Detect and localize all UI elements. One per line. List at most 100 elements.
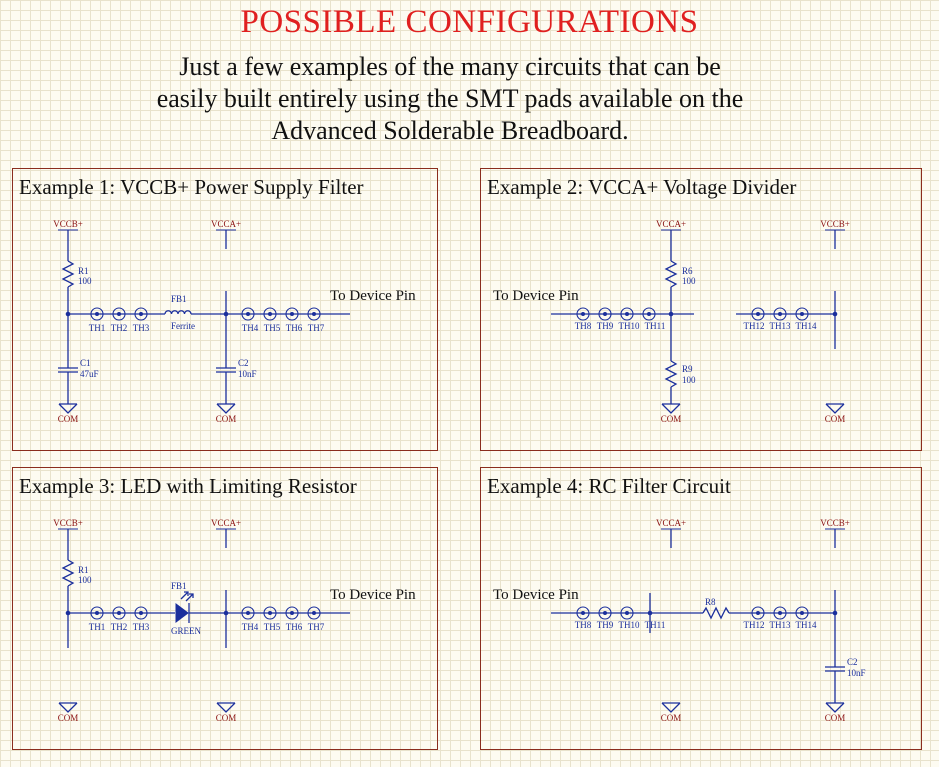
r1-value: 100 [78,575,92,585]
vcca-port: VCCA+ [656,219,686,261]
example-1-schematic: VCCB+ VCCA+ R1 100 TH1 TH2 TH3 [53,219,416,424]
r1-ref: R1 [78,565,89,575]
resistor-r9: R9 100 [664,314,696,404]
th13-label: TH13 [770,620,791,630]
c1-value: 47uF [80,369,99,379]
th8-label: TH8 [575,321,592,331]
c2-value: 10nF [847,668,866,678]
vccb-net-label: VCCB+ [820,219,850,229]
device-pin-label: To Device Pin [493,587,579,603]
th6-label: TH6 [286,323,303,333]
example-1-panel: Example 1: VCCB+ Power Supply Filter VCC… [12,168,438,451]
ground-label: COM [58,414,79,424]
ground-label: COM [216,713,237,723]
example-1-title: Example 1: VCCB+ Power Supply Filter [19,175,364,199]
th14-label: TH14 [796,321,817,331]
capacitor-c2: C2 10nF [825,613,866,703]
c2-ref: C2 [238,358,249,368]
vcca-port: VCCA+ [211,219,241,249]
ground-symbol: COM [216,403,237,424]
ground-label: COM [58,713,79,723]
example-3-title: Example 3: LED with Limiting Resistor [19,474,357,498]
th4-label: TH4 [242,323,259,333]
ground-symbol: COM [661,702,682,723]
th5-label: TH5 [264,323,281,333]
r1-ref: R1 [78,266,89,276]
ground-label: COM [661,713,682,723]
example-3-panel: Example 3: LED with Limiting Resistor VC… [12,467,438,750]
c2-value: 10nF [238,369,257,379]
th11-label: TH11 [645,620,666,630]
fb1-value: Ferrite [171,321,195,331]
led-ref: FB1 [171,581,187,591]
vccb-net-label: VCCB+ [53,518,83,528]
th-left-group: TH1 TH2 TH3 [89,307,150,333]
resistor-r6: R6 100 [664,260,696,314]
th14-label: TH14 [796,620,817,630]
th12-label: TH12 [744,620,765,630]
th1-label: TH1 [89,323,106,333]
example-2-panel: Example 2: VCCA+ Voltage Divider VCCA+ V… [480,168,922,451]
vccb-port: VCCB+ [53,518,83,560]
vccb-port: VCCB+ [820,219,850,249]
example-2-schematic: VCCA+ VCCB+ R6 100 TH8 TH9 TH10 TH11 To … [493,219,850,424]
vcca-net-label: VCCA+ [656,219,686,229]
example-4-schematic: VCCA+ VCCB+ TH8 TH9 TH10 TH11 To Device … [493,518,866,723]
capacitor-c2: C2 10nF [216,329,257,404]
th8-label: TH8 [575,620,592,630]
ground-symbol: COM [216,702,237,723]
ground-symbol: COM [661,403,682,424]
th-left-group: TH8 TH9 TH10 TH11 [575,307,666,331]
led-fb1: FB1 GREEN [171,581,201,636]
th7-label: TH7 [308,622,325,632]
capacitor-c1: C1 47uF [58,314,99,404]
r1-value: 100 [78,276,92,286]
ground-label: COM [216,414,237,424]
th5-label: TH5 [264,622,281,632]
th3-label: TH3 [133,323,150,333]
th4-label: TH4 [242,622,259,632]
th2-label: TH2 [111,323,128,333]
device-pin-label: To Device Pin [330,587,416,603]
subtitle-line-1: Just a few examples of the many circuits… [179,52,721,81]
ground-label: COM [661,414,682,424]
vcca-net-label: VCCA+ [211,518,241,528]
th7-label: TH7 [308,323,325,333]
th2-label: TH2 [111,622,128,632]
th13-label: TH13 [770,321,791,331]
vcca-port: VCCA+ [656,518,686,548]
th9-label: TH9 [597,620,614,630]
c2-ref: C2 [847,657,858,667]
c1-ref: C1 [80,358,91,368]
ground-label: COM [825,713,846,723]
r9-value: 100 [682,375,696,385]
vccb-net-label: VCCB+ [53,219,83,229]
ground-symbol: COM [825,403,846,424]
th1-label: TH1 [89,622,106,632]
th10-label: TH10 [619,620,640,630]
device-pin-label: To Device Pin [330,288,416,304]
ground-label: COM [825,414,846,424]
fb1-ref: FB1 [171,294,187,304]
r8-ref: R8 [705,597,716,607]
r6-value: 100 [682,276,696,286]
th-right-group: TH12 TH13 TH14 [744,606,817,630]
th-right-group: TH12 TH13 TH14 [744,307,817,331]
vcca-port: VCCA+ [211,518,241,548]
vcca-net-label: VCCA+ [211,219,241,229]
resistor-r1: R1 100 [61,559,92,648]
th11-label: TH11 [645,321,666,331]
example-3-schematic: VCCB+ VCCA+ R1 100 TH1 TH2 TH3 [53,518,416,723]
page-title: POSSIBLE CONFIGURATIONS [240,4,699,40]
subtitle-line-3: Advanced Solderable Breadboard. [271,116,629,145]
ground-symbol: COM [58,702,79,723]
ferrite-fb1: FB1 Ferrite [164,294,195,331]
vcca-net-label: VCCA+ [656,518,686,528]
th-left-group: TH1 TH2 TH3 [89,606,150,632]
th9-label: TH9 [597,321,614,331]
th3-label: TH3 [133,622,150,632]
led-value: GREEN [171,626,201,636]
example-2-title: Example 2: VCCA+ Voltage Divider [487,175,797,199]
th-left-group: TH8 TH9 TH10 TH11 [575,606,666,630]
example-4-panel: Example 4: RC Filter Circuit VCCA+ VCCB+… [480,467,922,750]
